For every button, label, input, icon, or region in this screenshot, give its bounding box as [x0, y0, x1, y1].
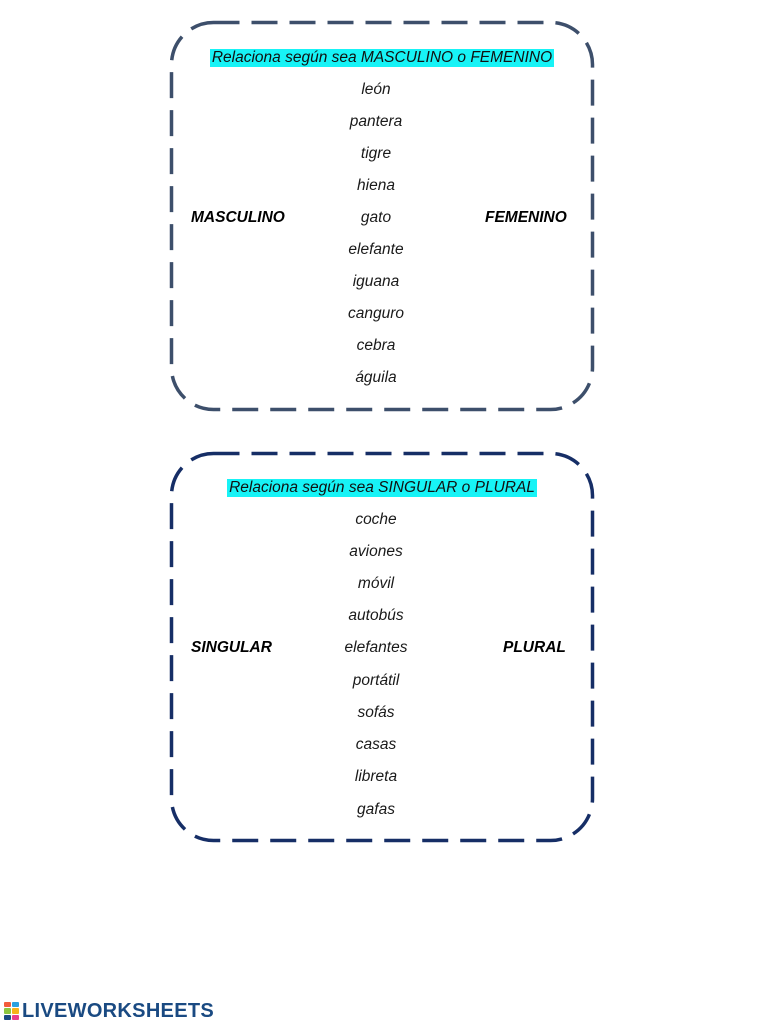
word-item[interactable]: coche: [355, 511, 397, 528]
word-item[interactable]: iguana: [352, 273, 400, 290]
word-item[interactable]: león: [361, 81, 391, 98]
liveworksheets-logo-icon: [4, 1002, 19, 1020]
exercise-number: Relaciona según sea SINGULAR o PLURAL co…: [169, 451, 595, 843]
word-item[interactable]: móvil: [357, 575, 395, 592]
word-item[interactable]: gato: [360, 209, 392, 226]
exercise-title-text: Relaciona según sea MASCULINO o FEMENINO: [209, 49, 555, 67]
word-item[interactable]: portátil: [352, 672, 400, 689]
word-item[interactable]: hiena: [357, 177, 395, 194]
word-item[interactable]: elefante: [348, 241, 404, 258]
liveworksheets-logo: LIVEWORKSHEETS: [4, 999, 214, 1023]
dashed-frame: [169, 451, 595, 843]
word-item[interactable]: libreta: [354, 768, 398, 785]
word-item[interactable]: sofás: [357, 704, 395, 721]
category-masculino[interactable]: MASCULINO: [191, 209, 285, 226]
word-item[interactable]: casas: [355, 736, 397, 753]
exercise-gender: Relaciona según sea MASCULINO o FEMENINO…: [169, 20, 595, 412]
exercise-title-text: Relaciona según sea SINGULAR o PLURAL: [227, 479, 537, 497]
word-item[interactable]: cebra: [356, 337, 396, 354]
word-item[interactable]: tigre: [360, 145, 392, 162]
word-item[interactable]: autobús: [348, 607, 404, 624]
word-item[interactable]: gafas: [357, 801, 395, 818]
dashed-frame: [169, 20, 595, 412]
exercise-title: Relaciona según sea SINGULAR o PLURAL: [170, 479, 594, 497]
category-singular[interactable]: SINGULAR: [191, 639, 272, 656]
word-item[interactable]: águila: [355, 369, 397, 386]
word-item[interactable]: canguro: [347, 305, 404, 322]
category-femenino[interactable]: FEMENINO: [485, 209, 567, 226]
word-item[interactable]: pantera: [349, 113, 403, 130]
brand-name: LIVEWORKSHEETS: [22, 1000, 214, 1022]
category-plural[interactable]: PLURAL: [503, 639, 566, 656]
exercise-title: Relaciona según sea MASCULINO o FEMENINO: [170, 49, 594, 67]
word-item[interactable]: elefantes: [344, 639, 408, 656]
word-item[interactable]: aviones: [349, 543, 403, 560]
